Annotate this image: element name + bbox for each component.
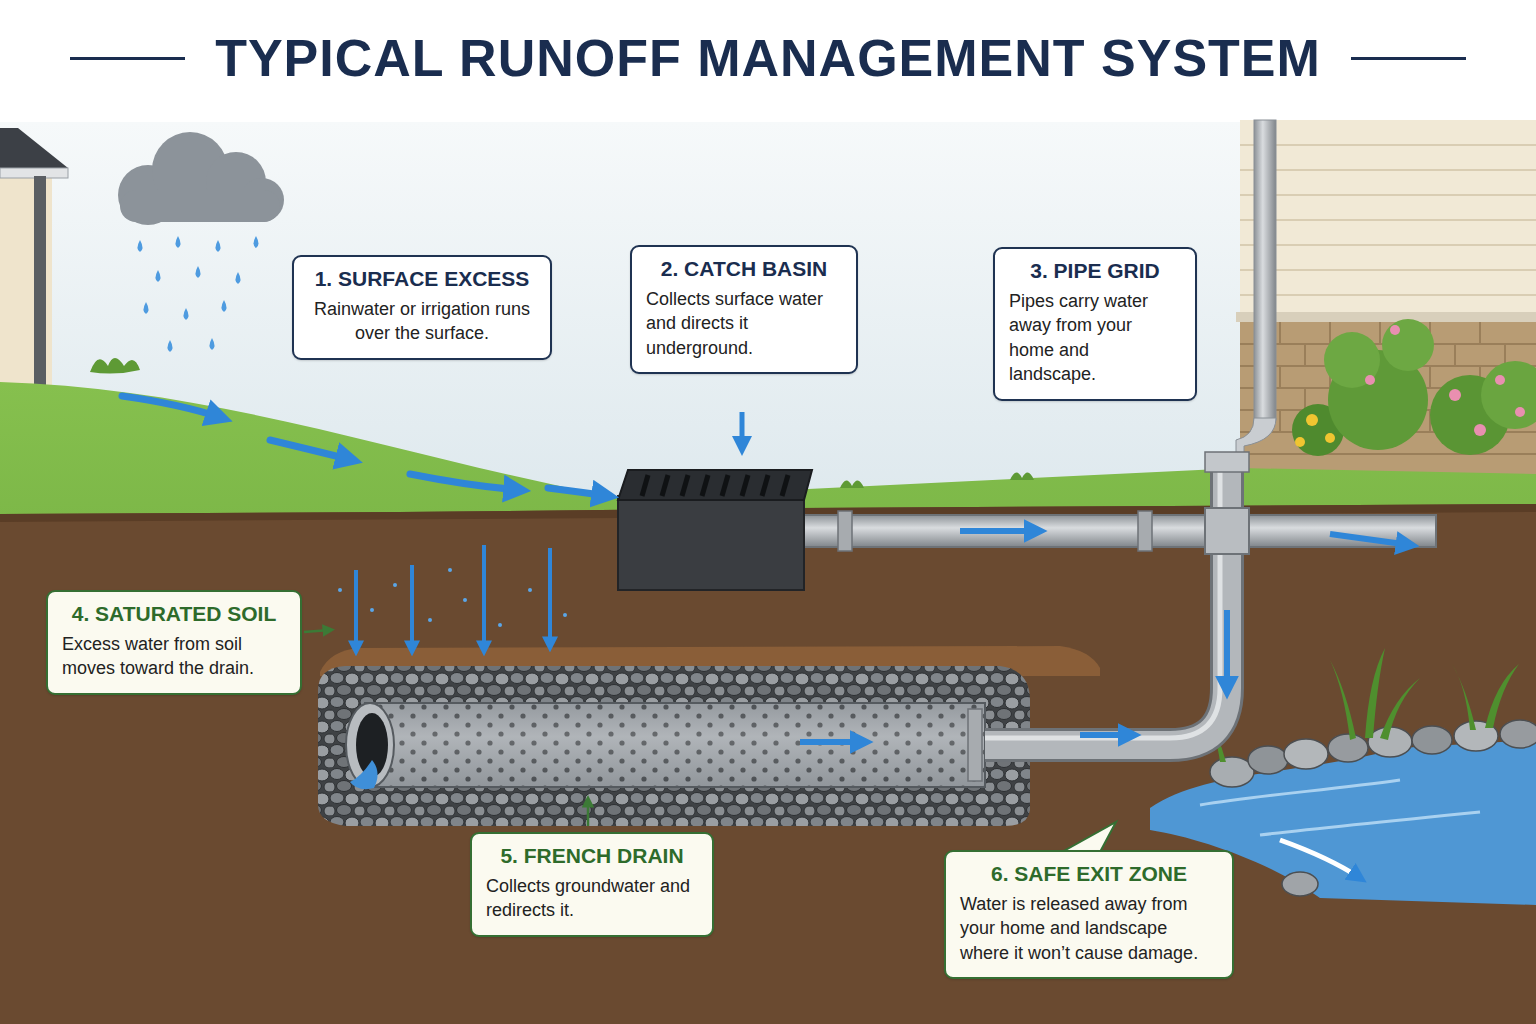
callout-heading: 1. SURFACE EXCESS [308,267,536,291]
callout-box: 5. FRENCH DRAIN Collects groundwater and … [470,832,714,937]
callout-text: Collects surface water and directs it un… [646,287,842,360]
callout-heading: 4. SATURATED SOIL [62,602,286,626]
callout-box: 4. SATURATED SOIL Excess water from soil … [46,590,302,695]
callout-heading: 5. FRENCH DRAIN [486,844,698,868]
callout-text: Pipes carry water away from your home an… [1009,289,1181,387]
callout-box: 3. PIPE GRID Pipes carry water away from … [993,247,1197,401]
callout-text: Water is released away from your home an… [960,892,1218,965]
callout-box: 1. SURFACE EXCESS Rainwater or irrigation… [292,255,552,360]
callout-box: 6. SAFE EXIT ZONE Water is released away … [944,850,1234,979]
title-rule [70,57,185,60]
callout-heading: 2. CATCH BASIN [646,257,842,281]
title-rule [1351,57,1466,60]
callout-text: Excess water from soil moves toward the … [62,632,286,681]
title-row: TYPICAL RUNOFF MANAGEMENT SYSTEM [0,18,1536,98]
callout-box: 2. CATCH BASIN Collects surface water and… [630,245,858,374]
callout-text: Rainwater or irrigation runs over the su… [308,297,536,346]
callout-text: Collects groundwater and redirects it. [486,874,698,923]
title-slot: TYPICAL RUNOFF MANAGEMENT SYSTEM [215,28,1321,88]
callout-heading: 3. PIPE GRID [1009,259,1181,283]
diagram-title: TYPICAL RUNOFF MANAGEMENT SYSTEM [215,28,1321,88]
callout-heading: 6. SAFE EXIT ZONE [960,862,1218,886]
